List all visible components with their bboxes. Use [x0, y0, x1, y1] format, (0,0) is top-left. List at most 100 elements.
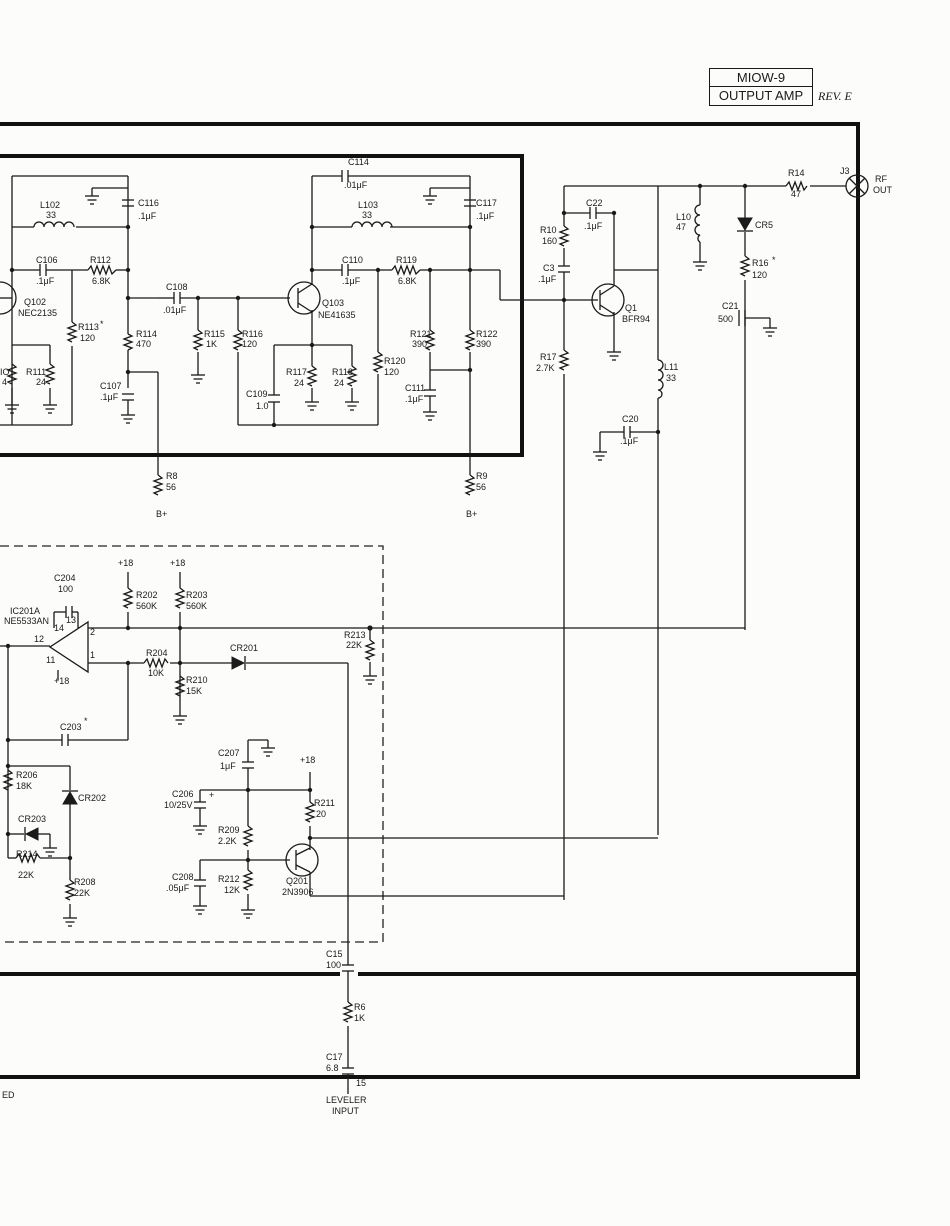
component-label: Q1 — [625, 303, 637, 313]
component-label: * — [772, 255, 776, 265]
component-label: 18K — [16, 781, 32, 791]
component-label: C106 — [36, 255, 58, 265]
component-label: Q103 — [322, 298, 344, 308]
component-label: C21 — [722, 301, 739, 311]
component-label: 2 — [90, 627, 95, 637]
component-label: R202 — [136, 590, 158, 600]
component-label: 10K — [148, 668, 164, 678]
component-label: R6 — [354, 1002, 366, 1012]
component-label: 6.8K — [398, 276, 417, 286]
revision-label: REV. E — [818, 89, 852, 103]
component-label: 6.8 — [326, 1063, 339, 1073]
component-label: 33 — [666, 373, 676, 383]
component-label: +18 — [300, 755, 315, 765]
component-label: INPUT — [332, 1106, 360, 1116]
component-label: R211 — [314, 798, 335, 808]
component-label: .1μF — [584, 221, 603, 231]
component-label: .1μF — [36, 276, 55, 286]
component-label: B+ — [156, 509, 167, 519]
component-label: 22K — [74, 888, 90, 898]
component-label: C204 — [54, 573, 76, 583]
component-label: +18 — [118, 558, 133, 568]
component-label: R112 — [90, 255, 111, 265]
component-label: C109 — [246, 389, 268, 399]
component-label: .1μF — [100, 392, 119, 402]
component-label: 390 — [412, 339, 427, 349]
component-label: 2.2K — [218, 836, 237, 846]
component-label: R114 — [136, 329, 157, 339]
rf-out-jack — [845, 174, 869, 198]
component-label: * — [100, 319, 104, 329]
component-label: 1 — [90, 650, 95, 660]
component-label: R10 — [540, 225, 557, 235]
component-label: R14 — [788, 168, 805, 178]
component-label: C22 — [586, 198, 603, 208]
component-label: +18 — [54, 676, 69, 686]
component-label: 100 — [326, 960, 341, 970]
component-label: C203 — [60, 722, 82, 732]
component-label: 120 — [242, 339, 257, 349]
component-label: C108 — [166, 282, 188, 292]
component-label: 14 — [54, 623, 64, 633]
component-label: R17 — [540, 352, 557, 362]
component-label: L103 — [358, 200, 378, 210]
component-label: 33 — [46, 210, 56, 220]
component-label: 160 — [542, 236, 557, 246]
inductor-symbols — [33, 204, 703, 399]
output-stage-wires — [563, 185, 846, 900]
component-label: 47 — [791, 189, 801, 199]
component-label: R113 — [78, 322, 99, 332]
component-label: CR202 — [78, 793, 106, 803]
component-label: R210 — [186, 675, 208, 685]
component-label: R119 — [396, 255, 417, 265]
component-label: OUT — [873, 185, 893, 195]
component-label: .1μF — [620, 436, 639, 446]
component-label: C114 — [348, 157, 369, 167]
component-label: .1μF — [138, 211, 157, 221]
component-label: R16 — [752, 258, 769, 268]
component-label: R214 — [16, 849, 38, 859]
component-label: J3 — [840, 166, 850, 176]
title-block: MIOW-9 OUTPUT AMP — [709, 68, 813, 106]
component-label: 560K — [136, 601, 157, 611]
component-label: 47 — [676, 222, 686, 232]
component-label: R116 — [242, 329, 263, 339]
component-label: C116 — [138, 198, 159, 208]
component-label: LEVELER — [326, 1095, 367, 1105]
component-label: R120 — [384, 356, 406, 366]
component-label: R209 — [218, 825, 240, 835]
component-label: Q201 — [286, 876, 308, 886]
component-label: R117 — [286, 367, 307, 377]
component-label: C117 — [476, 198, 497, 208]
diode-symbols — [24, 217, 753, 841]
component-label: .01μF — [163, 305, 187, 315]
component-label: 120 — [384, 367, 399, 377]
component-label: R212 — [218, 874, 240, 884]
component-label: 1μF — [220, 761, 236, 771]
component-label: C206 — [172, 789, 194, 799]
component-label: 24 — [294, 378, 304, 388]
component-label: 4 — [2, 377, 7, 387]
component-label: 12 — [34, 634, 44, 644]
component-label: Q102 — [24, 297, 46, 307]
component-label: 11 — [46, 655, 55, 665]
component-label: .01μF — [344, 180, 368, 190]
component-label: 390 — [476, 339, 491, 349]
component-label: IC201A — [10, 606, 40, 616]
component-label: 470 — [136, 339, 151, 349]
component-labels: C114.01μFL10233C116.1μFL10333C117.1μFC10… — [0, 157, 893, 1116]
component-label: R8 — [166, 471, 178, 481]
component-label: C20 — [622, 414, 639, 424]
component-label: NE5533AN — [4, 616, 49, 626]
component-label: R208 — [74, 877, 96, 887]
component-label: B+ — [466, 509, 477, 519]
component-label: CR5 — [755, 220, 773, 230]
component-label: 2.7K — [536, 363, 555, 373]
junction-dots — [5, 183, 748, 863]
component-label: 56 — [166, 482, 176, 492]
component-label: 100 — [58, 584, 73, 594]
component-label: R204 — [146, 648, 168, 658]
component-label: 56 — [476, 482, 486, 492]
